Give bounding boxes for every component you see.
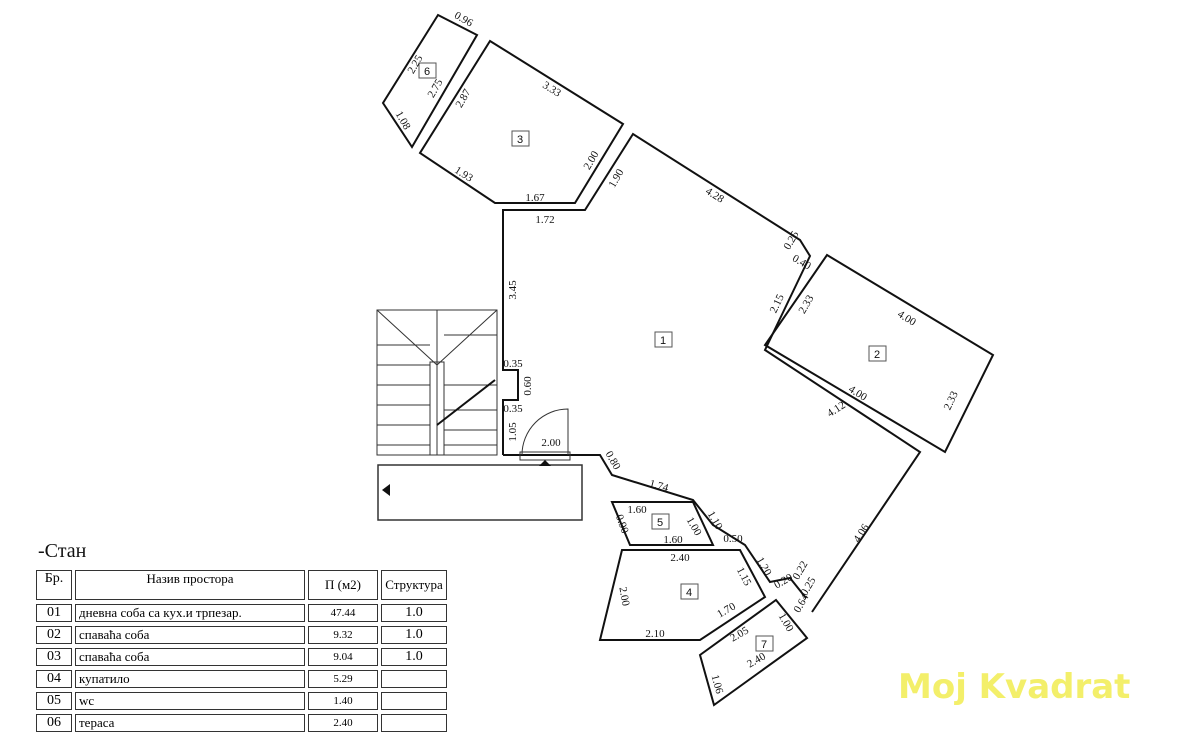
- dim-label: 1.06: [709, 673, 726, 695]
- dim-label: 2.00: [541, 437, 561, 449]
- room-3-outline: [418, 39, 625, 204]
- dim-label: 3.45: [507, 280, 519, 300]
- dim-label: 2.00: [616, 586, 631, 608]
- dim-label: 0.35: [503, 403, 523, 415]
- row-structure: [381, 714, 447, 732]
- row-name: тераса: [75, 714, 305, 732]
- svg-text:3: 3: [517, 134, 523, 146]
- row-name: дневна соба са кух.и трпезар.: [75, 604, 305, 622]
- floor-plan: 1 2 3 4 5 6 7 0.96 2.25 2.75 1.08 2.87 3…: [376, 9, 995, 707]
- dim-label: 1.00: [776, 611, 796, 634]
- row-structure: 1.0: [381, 604, 447, 622]
- room-2-outline: [763, 253, 995, 454]
- staircase: [376, 309, 498, 456]
- row-number: 05: [36, 692, 72, 710]
- svg-text:7: 7: [761, 639, 767, 651]
- dim-label: 1.10: [705, 509, 725, 532]
- room-label-3: 3: [511, 130, 530, 147]
- row-name: купатило: [75, 670, 305, 688]
- corridor: [377, 464, 583, 521]
- room-label-2: 2: [868, 345, 887, 362]
- row-structure: 1.0: [381, 626, 447, 644]
- dim-label: 1.20: [754, 555, 774, 578]
- table-title: -Стан: [38, 540, 87, 562]
- dim-label: 2.75: [425, 77, 445, 100]
- dim-label: 2.33: [942, 389, 961, 412]
- room-label-5: 5: [651, 513, 670, 530]
- room-4-outline: [598, 549, 767, 641]
- room-label-7: 7: [755, 635, 774, 652]
- table-header-row: Бр. Назив простора П (м2) Структура: [36, 570, 447, 600]
- room-1-lower-wall: [503, 454, 807, 599]
- row-area: 9.32: [308, 626, 378, 644]
- svg-text:5: 5: [657, 517, 663, 529]
- header-room-name: Назив простора: [75, 570, 305, 600]
- dim-label: 1.60: [663, 534, 683, 546]
- dim-label: 1.05: [507, 422, 519, 442]
- dim-label: 1.74: [648, 478, 670, 495]
- svg-text:6: 6: [424, 66, 430, 78]
- dim-label: 0.96: [452, 9, 475, 29]
- row-area: 9.04: [308, 648, 378, 666]
- dim-label: 0.80: [603, 449, 623, 472]
- dim-label: 4.28: [703, 185, 726, 206]
- row-area: 2.40: [308, 714, 378, 732]
- row-name: спаваћа соба: [75, 648, 305, 666]
- dim-label: 0.50: [723, 533, 743, 545]
- dim-label: 2.87: [453, 87, 473, 110]
- room-5-outline: [610, 501, 715, 546]
- dim-label: 4.06: [851, 522, 872, 545]
- row-structure: [381, 692, 447, 710]
- dim-label: 4.00: [895, 308, 918, 329]
- header-area: П (м2): [308, 570, 378, 600]
- dim-label: 2.10: [645, 628, 665, 640]
- dim-label: 0.35: [503, 358, 523, 370]
- dim-label: 0.60: [522, 376, 534, 396]
- room-label-1: 1: [654, 331, 673, 348]
- dim-label: 2.05: [728, 624, 751, 644]
- row-area: 5.29: [308, 670, 378, 688]
- dim-label: 1.72: [535, 214, 554, 226]
- room-6-outline: [381, 13, 479, 149]
- dim-label: 0.90: [613, 513, 631, 536]
- room-label-4: 4: [680, 583, 699, 600]
- row-structure: 1.0: [381, 648, 447, 666]
- entrance-arrow-icon: [382, 484, 390, 496]
- room-1-outline: [502, 132, 922, 613]
- room-label-6: 6: [418, 62, 437, 79]
- row-number: 01: [36, 604, 72, 622]
- svg-text:2: 2: [874, 349, 880, 361]
- room-7-outline: [698, 598, 809, 707]
- row-number: 02: [36, 626, 72, 644]
- row-area: 47.44: [308, 604, 378, 622]
- header-number: Бр.: [36, 570, 72, 600]
- row-number: 04: [36, 670, 72, 688]
- row-name: спаваћа соба: [75, 626, 305, 644]
- watermark: Moj Kvadrat: [898, 667, 1131, 707]
- svg-text:4: 4: [686, 587, 692, 599]
- dim-label: 2.00: [581, 149, 601, 172]
- svg-text:1: 1: [660, 335, 666, 347]
- row-structure: [381, 670, 447, 688]
- header-structure: Структура: [381, 570, 447, 600]
- row-area: 1.40: [308, 692, 378, 710]
- row-number: 03: [36, 648, 72, 666]
- dim-label: 1.67: [525, 192, 545, 204]
- entrance-door: [519, 408, 571, 466]
- row-name: wc: [75, 692, 305, 710]
- row-number: 06: [36, 714, 72, 732]
- dim-label: 2.40: [670, 552, 690, 564]
- dim-label: 3.33: [540, 79, 563, 100]
- dim-label: 1.60: [627, 504, 647, 516]
